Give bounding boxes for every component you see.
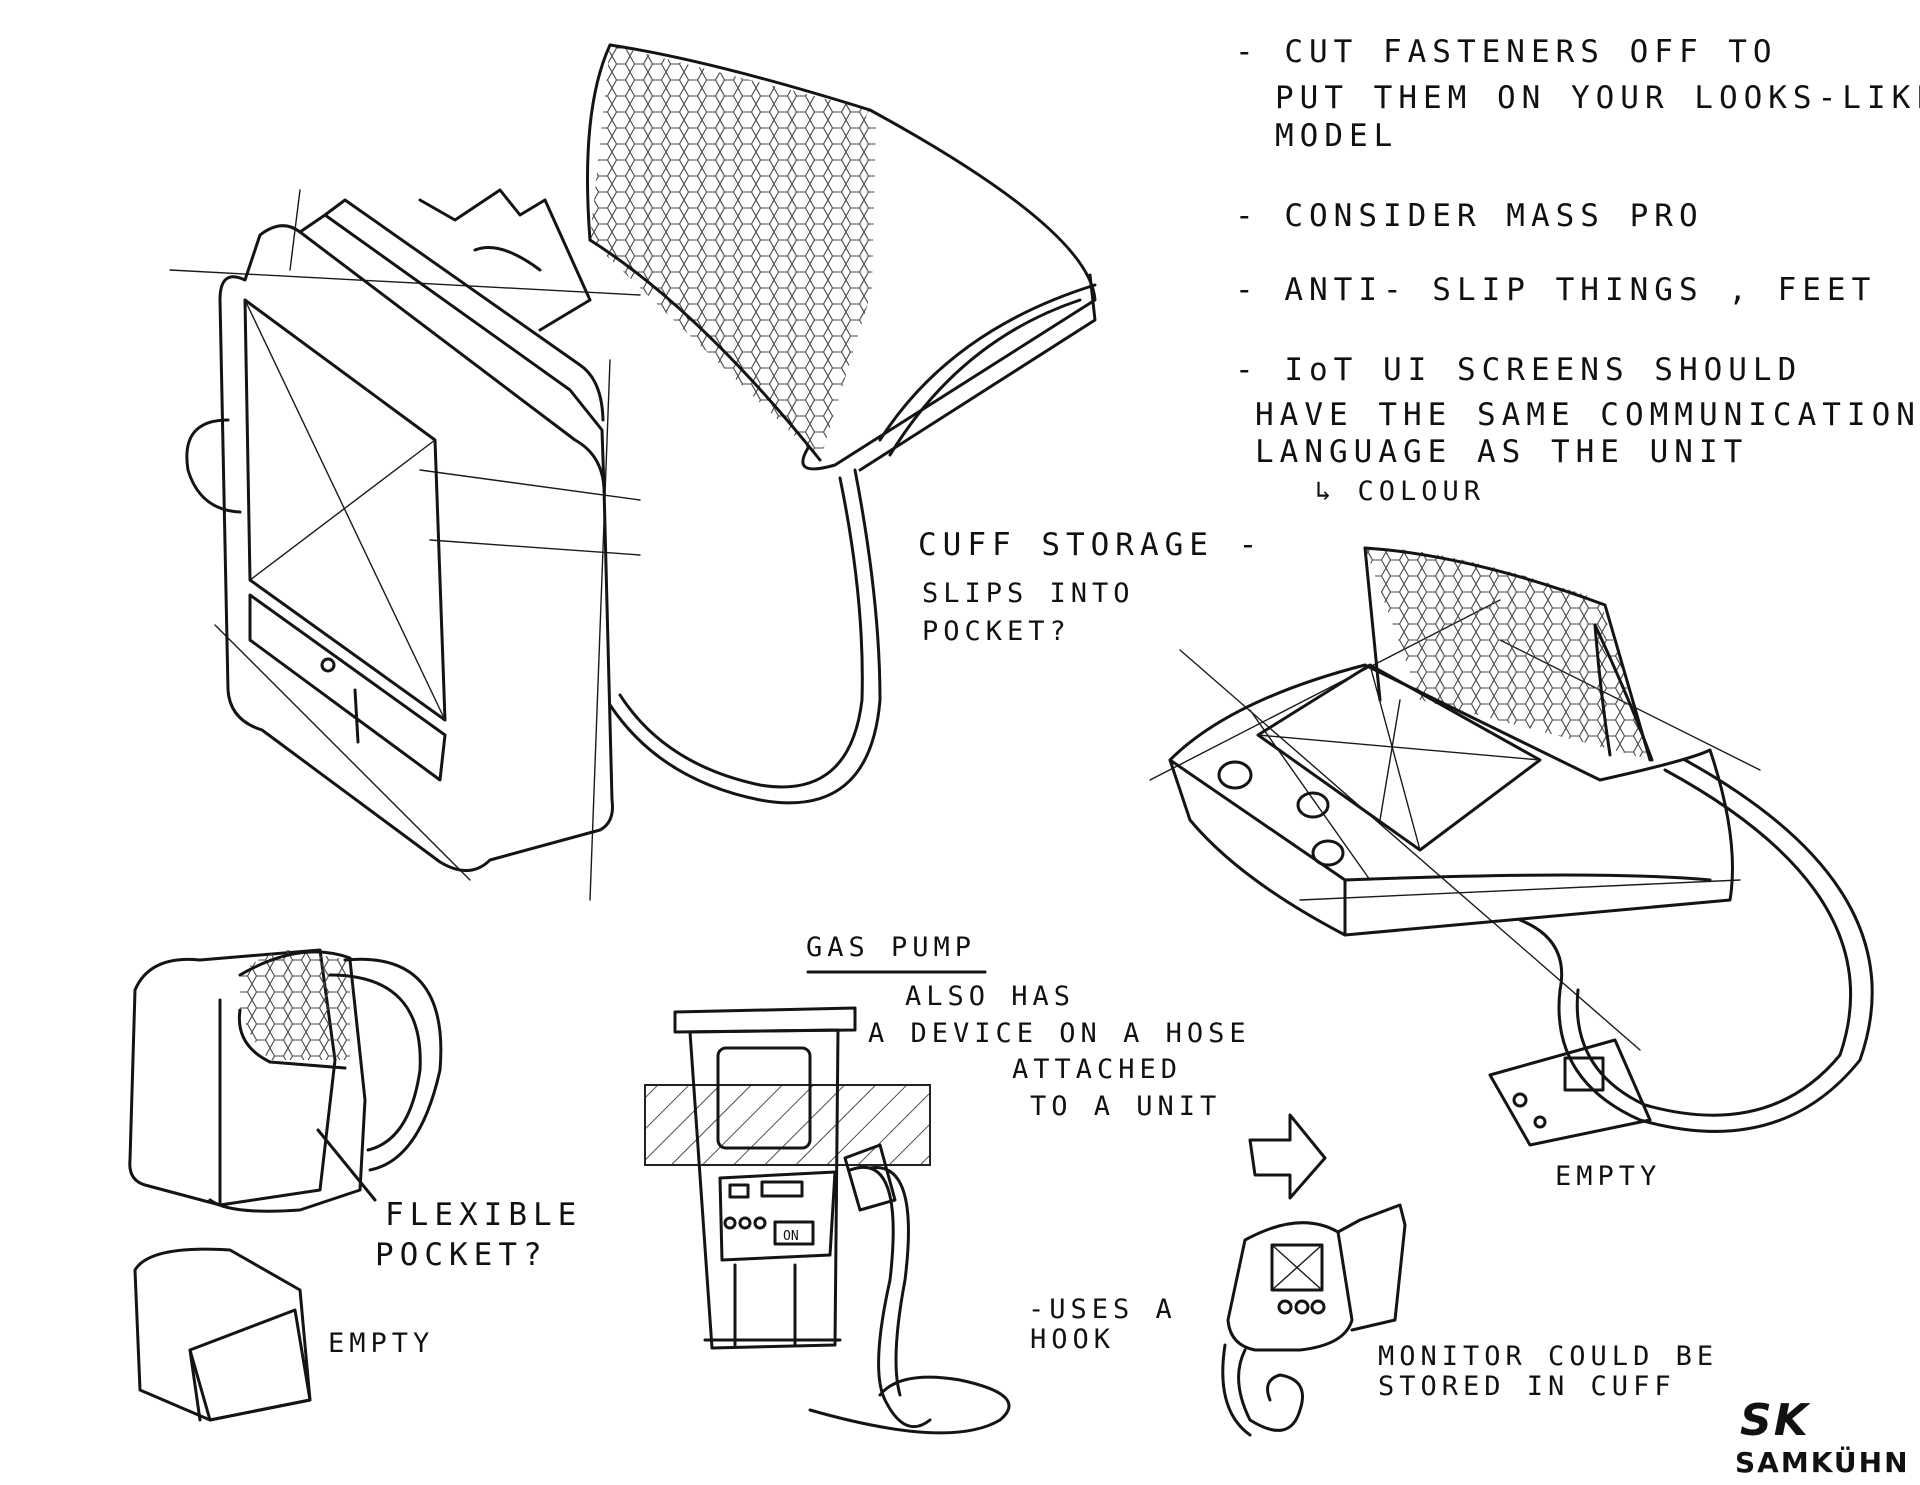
pump-screen-label: ON xyxy=(783,1229,799,1244)
note-mass-pro: - CONSIDER MASS PRO xyxy=(1235,198,1704,234)
label-flexible-pocket: POCKET? xyxy=(375,1237,548,1273)
label-flexible: FLEXIBLE xyxy=(385,1197,582,1233)
pump-on-display xyxy=(773,1220,815,1246)
monitor-sketch-right xyxy=(1149,546,1874,1147)
label-gas-pump: GAS PUMP xyxy=(806,932,976,963)
note-anti-slip: - ANTI- SLIP THINGS , FEET xyxy=(1235,272,1876,308)
cuff-storage-note: CUFF STORAGE - SLIPS INTO POCKET? xyxy=(918,527,1263,647)
label-also-has: ALSO HAS xyxy=(905,981,1075,1012)
label-empty-right: EMPTY xyxy=(1555,1161,1661,1192)
note-model: MODEL xyxy=(1275,118,1398,154)
label-to-a-unit: TO A UNIT xyxy=(1030,1091,1221,1122)
label-slips-into: SLIPS INTO xyxy=(922,578,1135,609)
note-communication: HAVE THE SAME COMMUNICATION xyxy=(1255,397,1920,433)
label-hook: HOOK xyxy=(1030,1324,1115,1355)
design-notes: - CUT FASTENERS OFF TO PUT THEM ON YOUR … xyxy=(1235,34,1920,507)
label-attached: ATTACHED xyxy=(1012,1054,1182,1085)
label-device-on-hose: A DEVICE ON A HOSE xyxy=(868,1018,1251,1049)
empty-pocket-sketch xyxy=(133,1247,312,1422)
note-colour: ↳ COLOUR xyxy=(1315,476,1485,507)
monitor-sketch-main xyxy=(169,188,641,901)
monitor-in-cuff-sketch xyxy=(1221,1203,1407,1437)
cuff-sketch-top xyxy=(586,43,1097,805)
note-cut-fasteners: - CUT FASTENERS OFF TO xyxy=(1235,34,1778,70)
pocket-sketch xyxy=(128,948,443,1213)
label-pocket-question: POCKET? xyxy=(922,616,1071,647)
note-looks-like: PUT THEM ON YOUR LOOKS-LIKE xyxy=(1275,80,1920,116)
label-uses-a: -USES A xyxy=(1028,1294,1177,1325)
note-language: LANGUAGE AS THE UNIT xyxy=(1255,434,1748,470)
signature-name: SAMKÜHN xyxy=(1735,1445,1910,1479)
signature: SK SAMKÜHN xyxy=(1735,1395,1910,1479)
gas-pump-sketch: ON xyxy=(644,1006,1011,1435)
label-empty-left: EMPTY xyxy=(328,1328,434,1359)
arrow-icon xyxy=(1248,1113,1327,1200)
note-iot-screens: - IoT UI SCREENS SHOULD xyxy=(1235,352,1802,388)
label-cuff-storage: CUFF STORAGE - xyxy=(918,527,1263,563)
signature-initials: SK xyxy=(1740,1395,1811,1446)
label-stored-in-cuff: STORED IN CUFF xyxy=(1378,1371,1676,1402)
label-monitor-could-be: MONITOR COULD BE xyxy=(1378,1341,1718,1372)
